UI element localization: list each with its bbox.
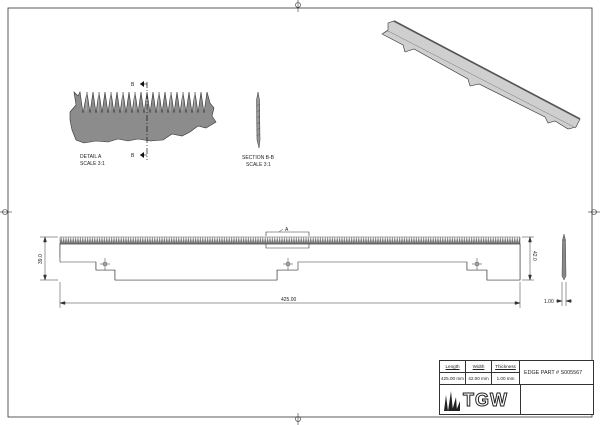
iso-blade-edge	[393, 20, 581, 120]
detail-a-view: B B DETAIL A SCALE 3:1	[69, 81, 217, 167]
logo-area: TGW	[440, 385, 521, 415]
section-label: SECTION B-B	[242, 155, 275, 161]
detail-label: DETAIL A	[80, 154, 102, 160]
dimension-lines	[40, 236, 572, 308]
hole-markers	[100, 258, 482, 270]
section-bb-view: SECTION B-B SCALE 3:1	[242, 91, 275, 168]
dim-height-left: 39.0	[38, 254, 44, 264]
dim-thickness: 1.00	[544, 299, 554, 305]
iso-blade-face	[381, 20, 581, 130]
side-profile	[561, 233, 567, 281]
section-arrow-bottom	[140, 152, 144, 158]
part-number: EDGE PART # S005567	[520, 361, 594, 385]
length-value: 425.00 mm	[440, 373, 466, 385]
section-marker-top: B	[131, 82, 135, 88]
width-label: Width	[466, 361, 492, 373]
serrated-edge	[59, 236, 521, 245]
thickness-label: Thickness	[492, 361, 520, 373]
section-marker-bottom: B	[131, 153, 135, 159]
dim-length: 425.00	[281, 297, 297, 303]
title-block: Length Width Thickness 425.00 mm 42.00 m…	[439, 360, 594, 415]
section-scale: SCALE 3:1	[246, 162, 271, 168]
section-arrow-top	[140, 81, 144, 87]
detail-serrated-body	[69, 91, 217, 144]
blade-body	[59, 243, 521, 281]
logo-text: TGW	[463, 389, 508, 410]
sheet-border	[7, 7, 593, 418]
detail-tooth-highlights	[85, 92, 196, 112]
detail-callout-label: A	[285, 227, 289, 233]
dim-height-right: 42.0	[531, 251, 537, 261]
length-label: Length	[440, 361, 466, 373]
detail-a-callout	[265, 231, 310, 249]
flame-logo-icon	[444, 391, 460, 411]
thickness-value: 1.00 mm	[492, 373, 520, 385]
iso-blade-underside	[381, 30, 577, 129]
isometric-view	[381, 20, 581, 130]
detail-scale: SCALE 3:1	[80, 161, 105, 167]
front-view: A	[59, 227, 521, 281]
width-value: 42.00 mm	[466, 373, 492, 385]
section-profile	[256, 91, 261, 149]
side-view	[561, 233, 567, 281]
